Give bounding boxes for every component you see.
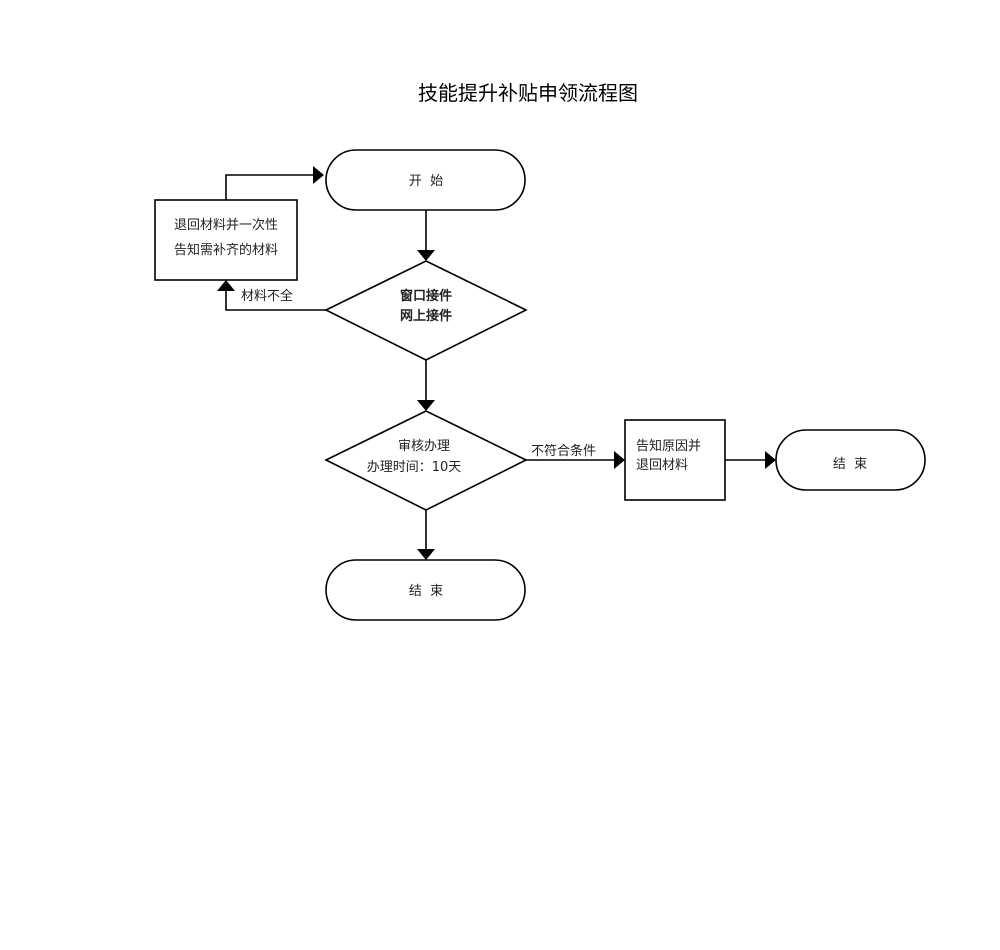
terminator-shape bbox=[325, 149, 526, 211]
edge-label-not-eligible: 不符合条件 bbox=[531, 443, 596, 459]
node-notify-line-1: 告知原因并 bbox=[636, 438, 701, 454]
arrow-head bbox=[313, 166, 324, 184]
node-end-main: 结 束 bbox=[325, 559, 526, 621]
node-intake-line-1: 窗口接件 bbox=[400, 288, 452, 304]
decision-shape bbox=[324, 410, 528, 511]
arrow-head bbox=[417, 250, 435, 261]
terminator-shape bbox=[325, 559, 526, 621]
node-end-main-label: 结 束 bbox=[409, 584, 443, 599]
edge-return-start bbox=[225, 174, 313, 200]
node-notify-line-2: 退回材料 bbox=[636, 458, 688, 473]
arrow-head bbox=[765, 451, 776, 469]
node-notify-reject: 告知原因并 退回材料 bbox=[624, 419, 726, 501]
edge-label-incomplete: 材料不全 bbox=[241, 288, 293, 304]
node-start-label: 开 始 bbox=[409, 174, 443, 189]
connectors bbox=[217, 166, 776, 560]
process-shape bbox=[154, 199, 298, 281]
arrow-head bbox=[614, 451, 625, 469]
terminator-shape bbox=[775, 429, 926, 491]
node-end-reject: 结 束 bbox=[775, 429, 926, 491]
node-intake: 窗口接件 网上接件 bbox=[324, 260, 528, 361]
arrow-head bbox=[417, 400, 435, 411]
node-start: 开 始 bbox=[325, 149, 526, 211]
arrow-head bbox=[217, 280, 235, 291]
node-end-reject-label: 结 束 bbox=[833, 457, 867, 472]
decision-shape bbox=[324, 260, 528, 361]
node-review: 审核办理 办理时间：10天 bbox=[324, 410, 528, 511]
process-shape bbox=[624, 419, 726, 501]
flowchart-title: 技能提升补贴申领流程图 bbox=[418, 81, 638, 105]
node-return-materials: 退回材料并一次性 告知需补齐的材料 bbox=[154, 199, 298, 281]
edge-intake-return bbox=[225, 290, 326, 311]
node-return-line-2: 告知需补齐的材料 bbox=[174, 242, 278, 258]
node-review-line-2: 办理时间：10天 bbox=[367, 460, 462, 475]
node-return-line-1: 退回材料并一次性 bbox=[174, 217, 278, 233]
node-review-line-1: 审核办理 bbox=[398, 439, 450, 454]
arrow-head bbox=[417, 549, 435, 560]
node-intake-line-2: 网上接件 bbox=[400, 308, 452, 324]
